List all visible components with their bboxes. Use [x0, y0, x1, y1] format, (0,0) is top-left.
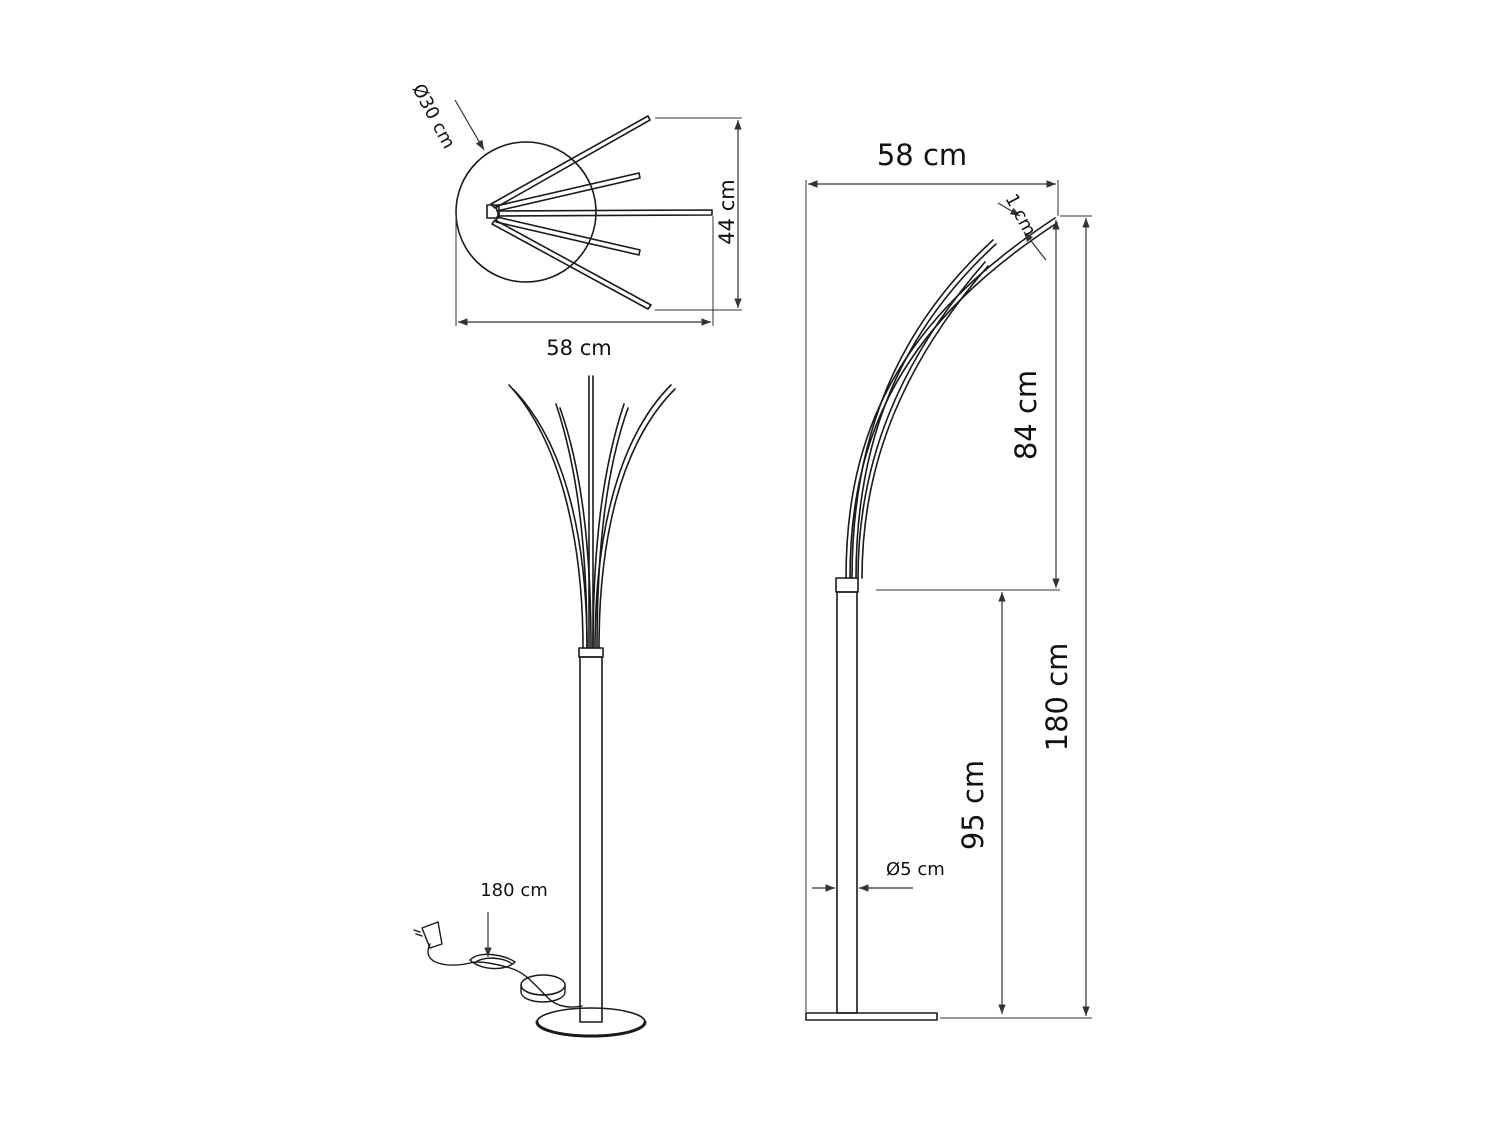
front-arm [598, 388, 676, 649]
front-arm [555, 403, 588, 649]
front-arm [559, 407, 592, 649]
pole-height-label: 95 cm [956, 760, 990, 850]
front-base-shadow [535, 1020, 647, 1038]
top-view-hub [486, 204, 500, 219]
side-arm [851, 239, 994, 579]
front-pole [579, 656, 603, 1023]
cable-length-label: 180 cm [480, 880, 548, 901]
top-view-arm [491, 219, 652, 310]
depth-label: 44 cm [715, 179, 739, 244]
top-view-arm [495, 216, 641, 256]
front-view-arms [508, 375, 676, 649]
total-height-label: 180 cm [1040, 643, 1074, 752]
front-arm [508, 384, 584, 649]
front-arm [596, 407, 629, 649]
power-cable [427, 943, 583, 1008]
side-view-arms [845, 217, 1058, 579]
arm-height-label: 84 cm [1009, 370, 1043, 460]
power-plug-icon [413, 921, 443, 949]
side-arm [861, 265, 989, 579]
base-diameter-label: Ø30 cm [408, 80, 460, 152]
top-width-label: 58 cm [546, 336, 611, 360]
top-view-arm [497, 209, 713, 217]
front-arm [594, 384, 672, 649]
arm-thickness-leader-b [1023, 231, 1047, 261]
top-view: Ø30 cm 44 cm 58 cm [408, 80, 742, 360]
arm-thickness-label: 1 cm [1001, 190, 1040, 239]
front-view: 180 cm [413, 375, 676, 1038]
side-base [805, 1012, 938, 1021]
front-pole-collar [578, 647, 604, 658]
front-arm [592, 403, 625, 649]
side-width-label: 58 cm [877, 138, 967, 172]
top-view-arm [495, 172, 641, 212]
cable-coil [469, 953, 516, 970]
base-diameter-leader [454, 99, 485, 151]
side-arm [849, 222, 1058, 579]
arm-thickness-leader-a [997, 202, 1021, 217]
side-pole [836, 591, 858, 1014]
foot-switch-top [520, 974, 566, 996]
front-arm [512, 388, 588, 649]
side-view: 58 cm 1 cm 84 cm 180 cm 95 cm Ø5 cm [805, 138, 1092, 1021]
top-view-arms [490, 115, 713, 310]
side-pole-collar [835, 577, 859, 593]
pole-diameter-label: Ø5 cm [886, 859, 945, 880]
side-arm [855, 243, 997, 579]
side-arm [857, 261, 986, 579]
side-arm [845, 217, 1056, 579]
